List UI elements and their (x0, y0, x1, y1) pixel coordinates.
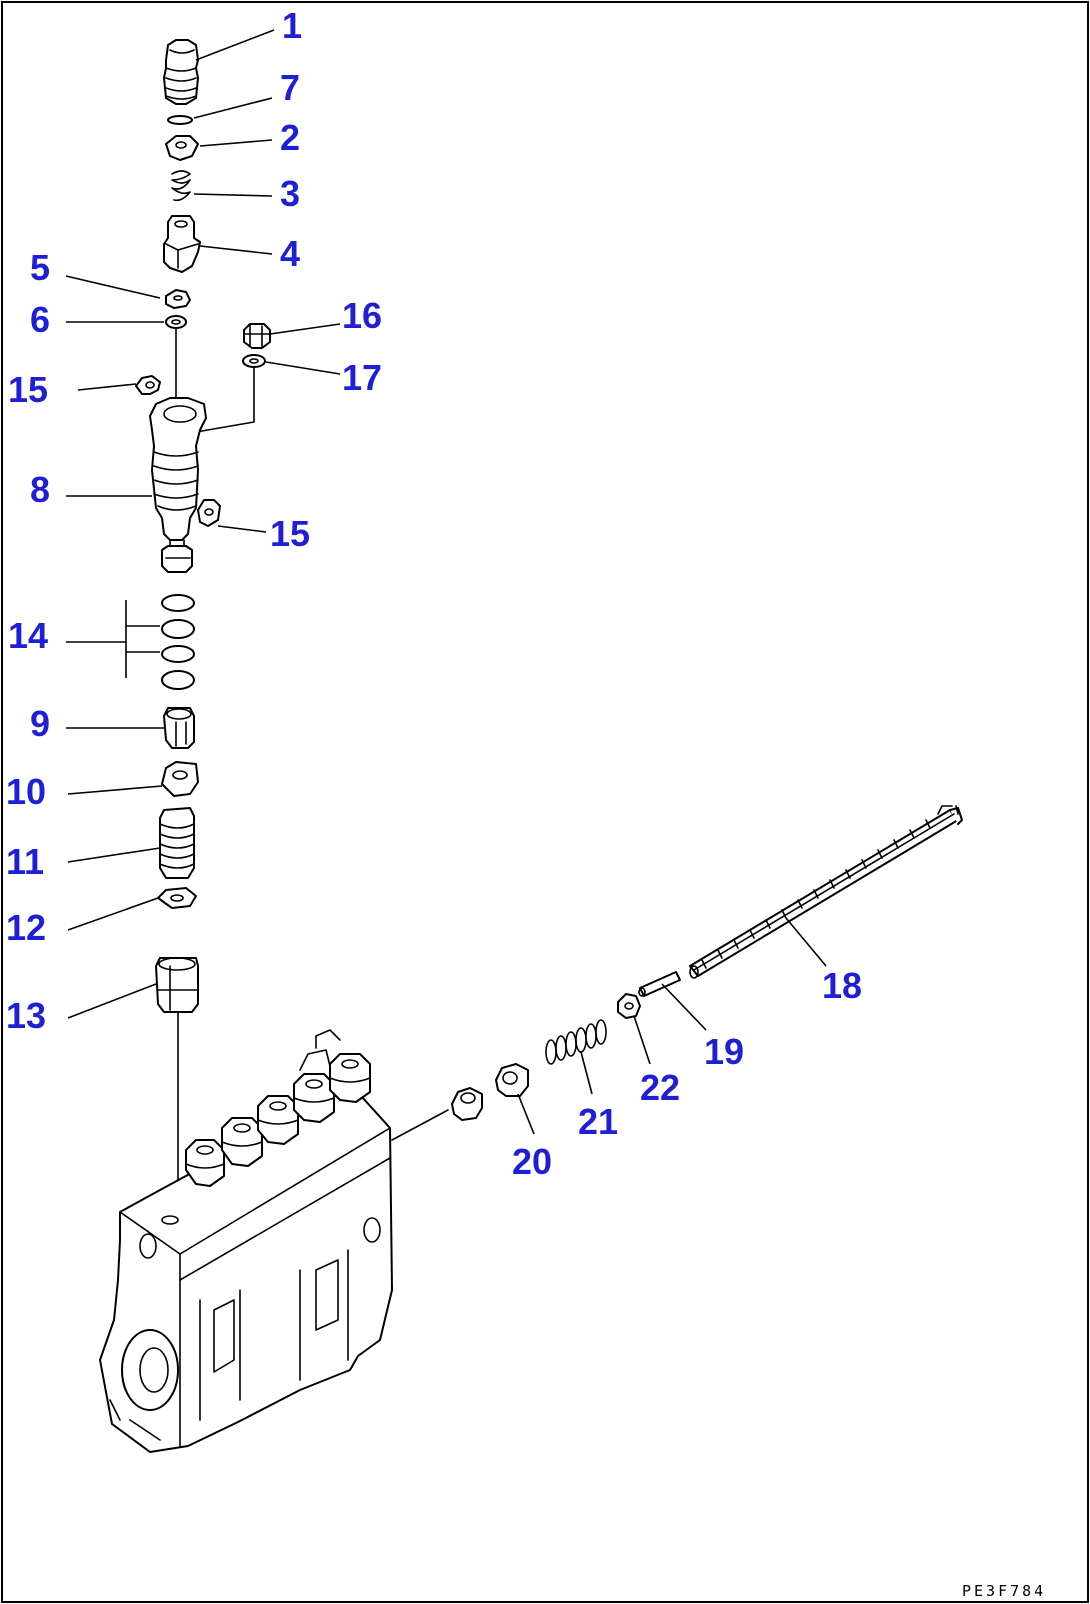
callout-17: 17 (342, 357, 382, 398)
callout-15-lower: 15 (270, 513, 310, 554)
part-9-control-sleeve (163, 707, 195, 749)
leader-lines (65, 29, 827, 1135)
callout-4: 4 (280, 233, 300, 274)
callout-20: 20 (512, 1141, 552, 1182)
part-6-gasket (165, 315, 187, 329)
drawing-code: PE3F784 (962, 1582, 1046, 1600)
callout-16: 16 (342, 295, 382, 336)
part-13-tappet (155, 957, 199, 1013)
callout-3: 3 (280, 173, 300, 214)
part-8-plunger-barrel (149, 397, 207, 573)
part-14-o-rings (161, 594, 195, 690)
callout-11: 11 (6, 841, 44, 882)
part-10-spring-seat-upper (161, 761, 199, 797)
callout-13: 13 (6, 995, 46, 1036)
part-4-delivery-valve (163, 215, 201, 273)
callout-10: 10 (6, 771, 46, 812)
callout-12: 12 (6, 907, 46, 948)
part-15-plate-lower (197, 499, 221, 527)
callout-1: 1 (282, 5, 302, 46)
assembly-axis-stud (195, 366, 255, 433)
callout-2: 2 (280, 117, 300, 158)
part-19-pin (638, 971, 681, 997)
part-17-washer (242, 354, 266, 368)
callout-14: 14 (8, 615, 48, 656)
callout-21: 21 (578, 1101, 618, 1142)
part-12-spring-seat-lower (157, 887, 197, 909)
callout-5: 5 (30, 247, 50, 288)
callout-18: 18 (822, 965, 862, 1006)
part-21-rack-spring (545, 1019, 607, 1065)
callout-9: 9 (30, 703, 50, 744)
callout-6: 6 (30, 299, 50, 340)
part-16-nut (243, 323, 271, 349)
part-20-rack-collar (451, 1063, 529, 1121)
callout-labels: 1 7 2 3 4 5 6 16 17 15 8 15 14 9 10 11 1… (6, 5, 862, 1182)
callout-7: 7 (280, 67, 300, 108)
part-1-valve-holder (163, 39, 199, 105)
part-15-plate-upper (135, 375, 161, 395)
rack-assembly-axis (391, 1109, 449, 1141)
part-3-spring (171, 170, 191, 202)
callout-15-upper: 15 (8, 369, 48, 410)
pump-element-housings (185, 1029, 371, 1187)
part-5-washer (165, 289, 191, 309)
part-2-stopper (165, 135, 199, 161)
callout-19: 19 (704, 1031, 744, 1072)
part-11-plunger-spring (159, 807, 195, 879)
callout-8: 8 (30, 469, 50, 510)
part-18-control-rack (689, 805, 963, 979)
part-22-nut (617, 993, 641, 1019)
callout-22: 22 (640, 1067, 680, 1108)
injection-pump-body (99, 1085, 393, 1453)
part-7-o-ring (167, 115, 193, 125)
